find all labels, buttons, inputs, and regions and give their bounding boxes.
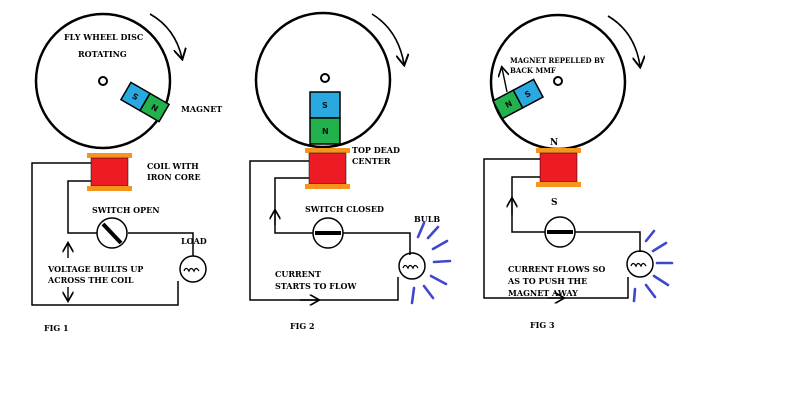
coil-top-plate	[305, 148, 350, 153]
magnet-pole-label-n: N	[504, 99, 514, 110]
fig3-caption: FIG 3	[530, 320, 555, 330]
magnet-pole-label-n: N	[149, 103, 159, 114]
bulb-filament-icon	[630, 262, 647, 268]
circuit-wire	[31, 162, 194, 306]
switch-blade-open	[101, 222, 123, 245]
disc-label-line-1: FLY WHEEL DISC	[64, 32, 143, 42]
tdc-label-line-1: TOP DEAD	[352, 145, 400, 155]
current-label-line-2: AS TO PUSH THE	[507, 276, 587, 286]
tdc-label-line-2: CENTER	[352, 156, 391, 166]
figure-3: MAGNET REPELLED BY BACK MMF N S N S	[483, 13, 674, 330]
light-rays-icon	[632, 229, 674, 303]
disc-label-line-2: ROTATING	[78, 49, 127, 59]
fig1-caption: FIG 1	[44, 323, 69, 333]
coil-pole-top-label: N	[550, 138, 558, 148]
lit-bulb	[398, 221, 452, 305]
current-label-line-3: MAGNET AWAY	[508, 288, 578, 298]
coil-body	[308, 152, 347, 185]
flywheel-disc	[254, 11, 392, 149]
repel-arrow-icon	[502, 68, 507, 93]
coil-bottom-plate	[87, 186, 132, 191]
bulb-label: BULB	[414, 214, 440, 224]
load-filament-icon	[183, 267, 200, 273]
switch-label: SWITCH OPEN	[92, 205, 160, 215]
disc-axle-icon	[553, 76, 563, 86]
magnet-south-pole	[309, 91, 341, 119]
magnet: N S	[491, 78, 545, 120]
rotation-arrow-icon	[607, 15, 640, 66]
bulb-icon	[398, 252, 426, 280]
lit-bulb	[626, 229, 674, 303]
voltage-label-line-2: ACROSS THE COIL	[47, 275, 134, 285]
flywheel-disc	[489, 13, 627, 151]
current-label-line-2: STARTS TO FLOW	[275, 281, 358, 291]
coil-body	[90, 157, 129, 187]
magnet-south-pole	[512, 78, 545, 109]
coil-top-plate	[87, 153, 132, 158]
bulb-icon	[626, 250, 654, 278]
magnet-pole-label-s: S	[322, 101, 328, 110]
coil-bottom-plate	[536, 182, 581, 187]
closed-switch-icon	[312, 217, 344, 249]
magnet: S N	[119, 81, 171, 123]
open-switch-icon	[96, 217, 128, 249]
current-label-line-1: CURRENT FLOWS SO	[508, 264, 605, 274]
magnet: S N	[309, 91, 341, 145]
switch-label: SWITCH CLOSED	[305, 204, 384, 214]
load-icon	[179, 255, 207, 283]
light-rays-icon	[410, 221, 452, 305]
figure-2: S N TOP DEAD CENTER SWITCH CLOSED	[249, 11, 452, 331]
rotation-arrow-icon	[371, 13, 404, 64]
magnet-pole-label-s: S	[130, 92, 140, 103]
closed-switch-icon	[544, 216, 576, 248]
coil-top-plate	[536, 148, 581, 153]
bulb-filament-icon	[402, 264, 419, 270]
magnet-pole-label-s: S	[523, 89, 533, 100]
coil-label-line-1: COIL WITH	[147, 161, 199, 171]
coil-label-line-2: IRON CORE	[147, 172, 201, 182]
load-label: LOAD	[181, 236, 207, 246]
coil-body	[539, 152, 578, 183]
magnet-north-pole	[138, 92, 171, 123]
magnet-label: MAGNET	[181, 104, 222, 114]
magnet-pole-label-n: N	[322, 127, 329, 136]
voltage-label-line-1: VOLTAGE BUILTS UP	[47, 264, 143, 274]
current-label-line-1: CURRENT	[275, 269, 321, 279]
rotation-arrow-icon	[149, 13, 182, 58]
circuit-wire	[249, 160, 411, 301]
flywheel-disc	[34, 12, 172, 150]
coil-pole-bottom-label: S	[551, 198, 558, 208]
disc-axle-icon	[98, 76, 108, 86]
figure-1: FLY WHEEL DISC ROTATING S N MAGNET COIL …	[31, 12, 222, 333]
fig2-caption: FIG 2	[290, 321, 315, 331]
magnet-label-line-1: MAGNET REPELLED BY	[510, 56, 606, 65]
coil-bottom-plate	[305, 184, 350, 189]
magnet-north-pole	[309, 117, 341, 145]
disc-axle-icon	[320, 73, 330, 83]
magnet-label-line-2: BACK MMF	[510, 66, 556, 75]
